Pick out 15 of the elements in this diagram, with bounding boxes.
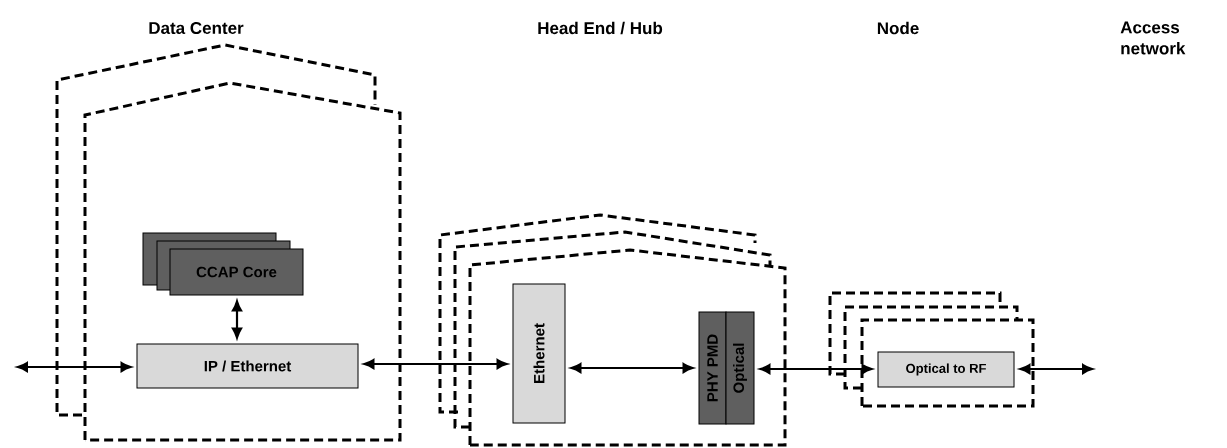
- heading: Access network: [1120, 21, 1186, 55]
- arrow: [231, 300, 243, 339]
- arrow: [570, 362, 694, 374]
- process-box: PHY PMD: [698, 311, 727, 425]
- arrow: [1019, 363, 1094, 375]
- heading: Data Center: [149, 22, 244, 35]
- process-box: Optical: [725, 311, 755, 425]
- arrow: [759, 363, 873, 375]
- heading: Head End / Hub: [538, 21, 663, 35]
- process-box: IP / Ethernet: [136, 343, 359, 389]
- heading: Node: [877, 21, 919, 35]
- arrow: [16, 361, 132, 373]
- stacked-box: CCAP Core: [142, 232, 304, 296]
- arrow: [363, 358, 508, 370]
- process-box: Ethernet: [512, 283, 566, 424]
